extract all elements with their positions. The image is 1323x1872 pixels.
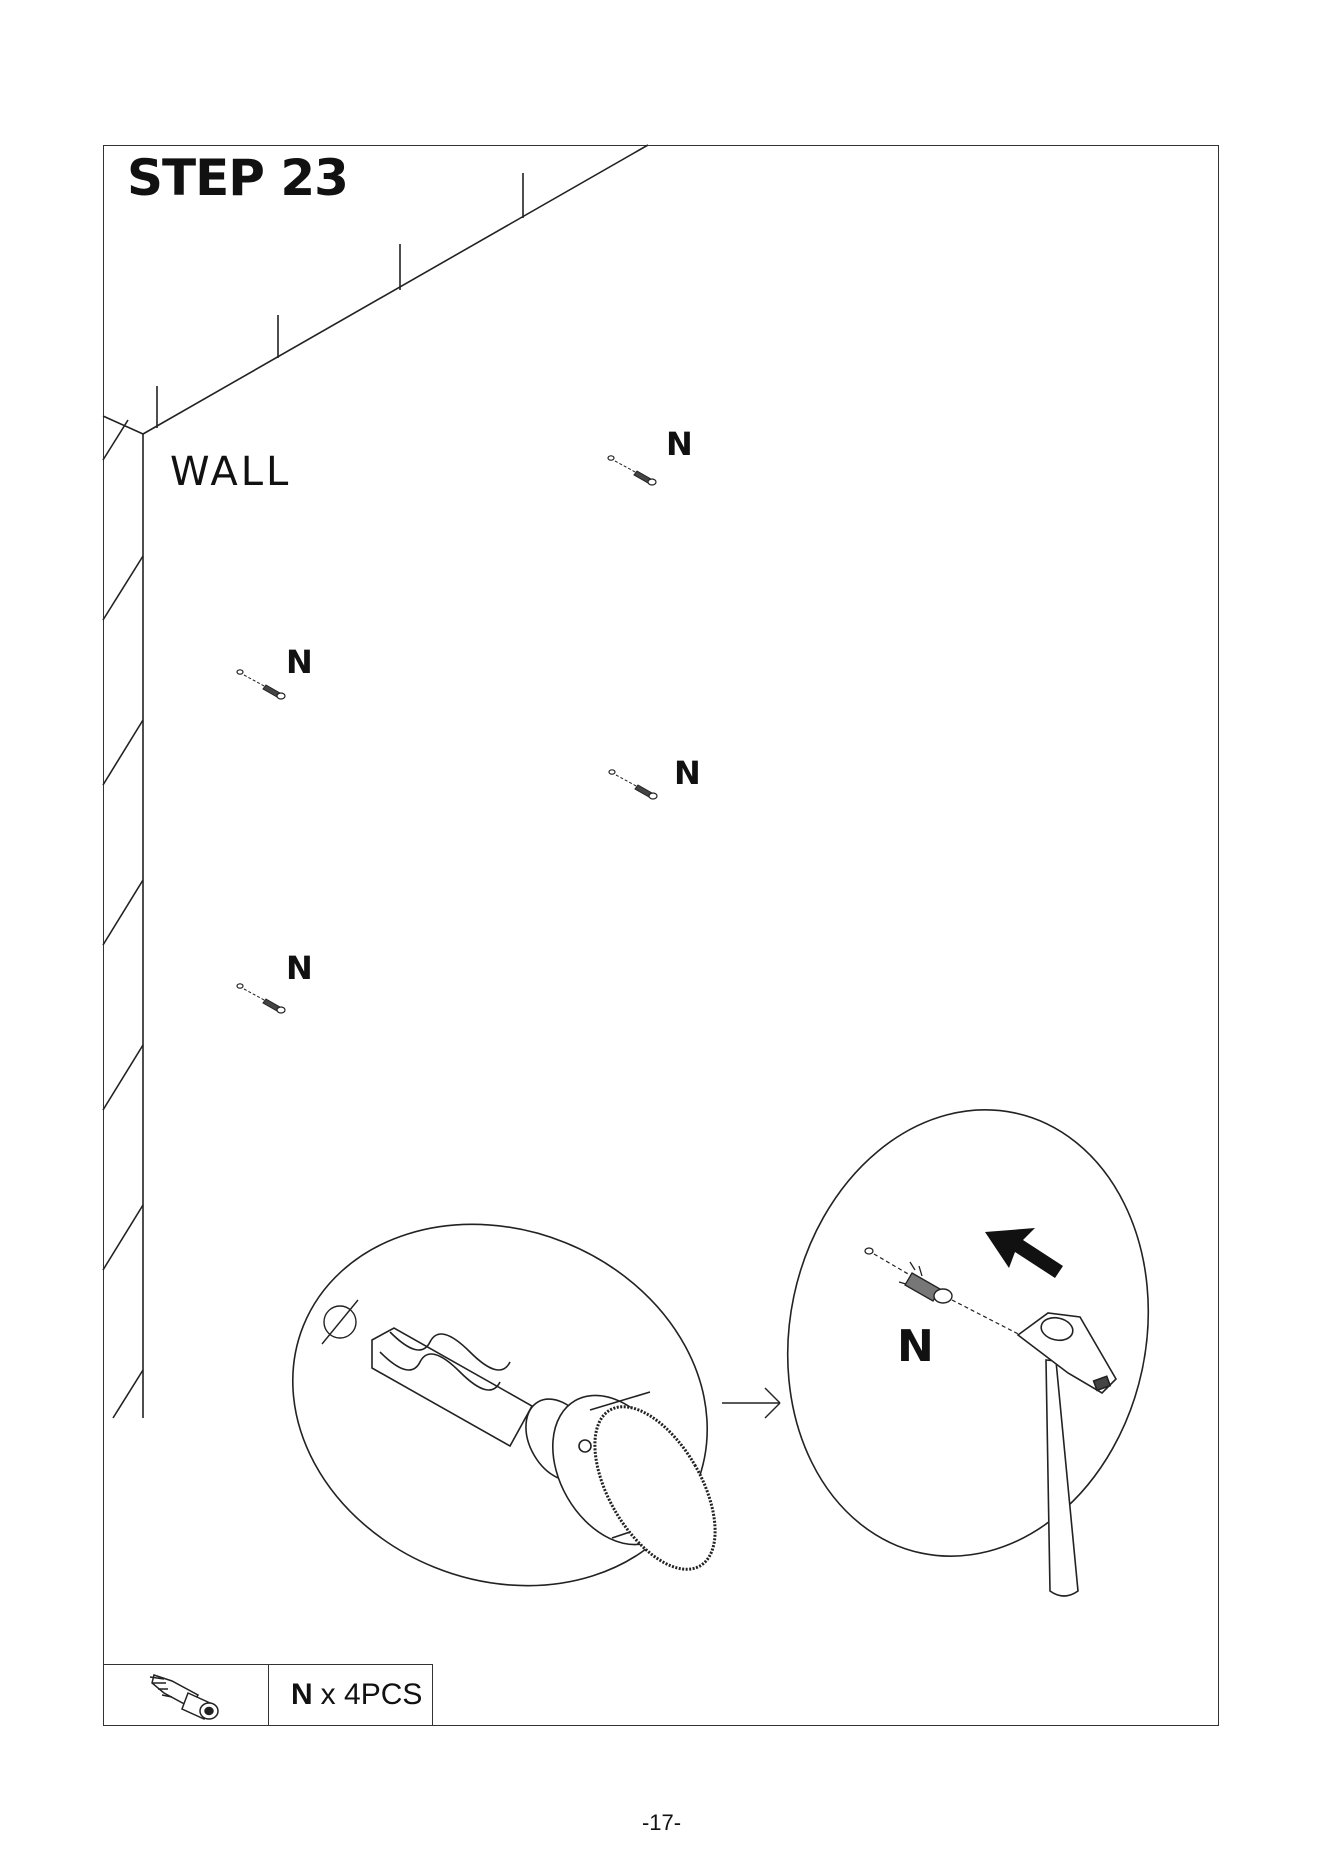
hammer-detail-part-label: N bbox=[897, 1325, 934, 1369]
hammer-detail bbox=[747, 1076, 1189, 1596]
wall-anchor-icon bbox=[609, 770, 657, 799]
hammer-icon bbox=[1018, 1313, 1116, 1596]
wall-anchor-icon bbox=[899, 1262, 952, 1303]
page-number: -17- bbox=[0, 1810, 1323, 1836]
wall-anchor-icon bbox=[104, 1665, 268, 1725]
wall-anchor-icon bbox=[608, 456, 656, 485]
parts-list: N x 4PCS bbox=[103, 1664, 433, 1726]
arrow-right-icon bbox=[722, 1388, 780, 1418]
drill-detail bbox=[238, 1163, 762, 1646]
push-arrow-icon bbox=[985, 1228, 1063, 1278]
parts-count: x 4PCS bbox=[321, 1678, 423, 1712]
parts-quantity: N x 4PCS bbox=[269, 1665, 432, 1725]
parts-icon-cell bbox=[104, 1665, 269, 1725]
wall-anchor-icon bbox=[237, 984, 285, 1013]
step-title: STEP 23 bbox=[127, 153, 348, 203]
wall-corner-line bbox=[103, 416, 143, 434]
anchor-label-left-upper: N bbox=[286, 646, 313, 678]
parts-letter: N bbox=[291, 1678, 313, 1712]
wall-anchor-icon bbox=[237, 670, 285, 699]
drill-bit-icon bbox=[372, 1328, 740, 1589]
wall-label: WALL bbox=[170, 452, 291, 492]
anchor-label-left-lower: N bbox=[286, 952, 313, 984]
anchor-label-top: N bbox=[666, 428, 693, 460]
anchor-label-middle: N bbox=[674, 757, 701, 789]
